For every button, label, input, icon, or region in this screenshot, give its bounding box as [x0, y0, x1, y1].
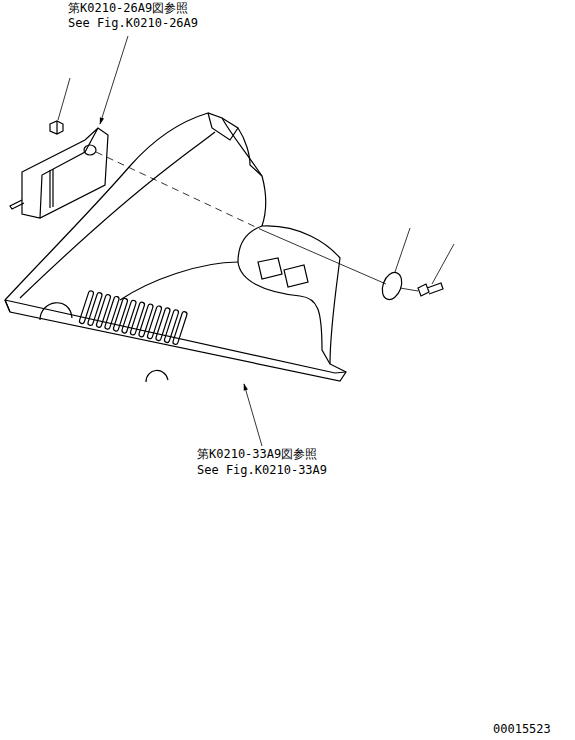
leader-line: [58, 78, 70, 120]
louver-slot: [87, 292, 102, 326]
louver-slot: [164, 309, 179, 343]
opening: [258, 258, 308, 287]
assembly-line: [262, 230, 418, 291]
reference-note: 第K0210-26A9図参照: [67, 1, 189, 15]
assembly-line: [96, 152, 262, 230]
drawing-number: 00015523: [492, 722, 552, 736]
louver-slot: [79, 290, 94, 324]
bracket-pin: [10, 200, 24, 209]
louver-slot: [104, 296, 119, 330]
cover-fold: [120, 262, 238, 300]
louver-slot: [96, 294, 111, 328]
nut: [50, 121, 63, 134]
reference-note: 第K0210-33A9図参照: [196, 447, 318, 461]
leader-line: [395, 228, 410, 272]
cover-top-lip: [208, 113, 262, 176]
reference-note: See Fig.K0210-26A9: [67, 16, 199, 30]
cover-outline: [5, 113, 346, 381]
cover-rim: [5, 300, 346, 373]
rim-opening: [40, 303, 168, 382]
louver-slot: [130, 302, 145, 336]
louver-slot: [138, 304, 153, 338]
louvers: [79, 290, 188, 345]
bracket-hole: [84, 145, 96, 155]
leader-line: [432, 244, 454, 284]
leader-arrow: [100, 36, 128, 124]
louver-slot: [121, 300, 136, 334]
louver-slot: [113, 298, 128, 332]
bracket-plate: [22, 128, 108, 218]
leader-arrow: [244, 384, 262, 446]
louver-slot: [155, 307, 170, 341]
reference-note: See Fig.K0210-33A9: [196, 463, 328, 477]
washer: [379, 270, 405, 302]
bracket-rib: [50, 169, 53, 208]
louver-slot: [172, 311, 187, 345]
bolt: [418, 283, 443, 296]
louver-slot: [147, 305, 162, 339]
